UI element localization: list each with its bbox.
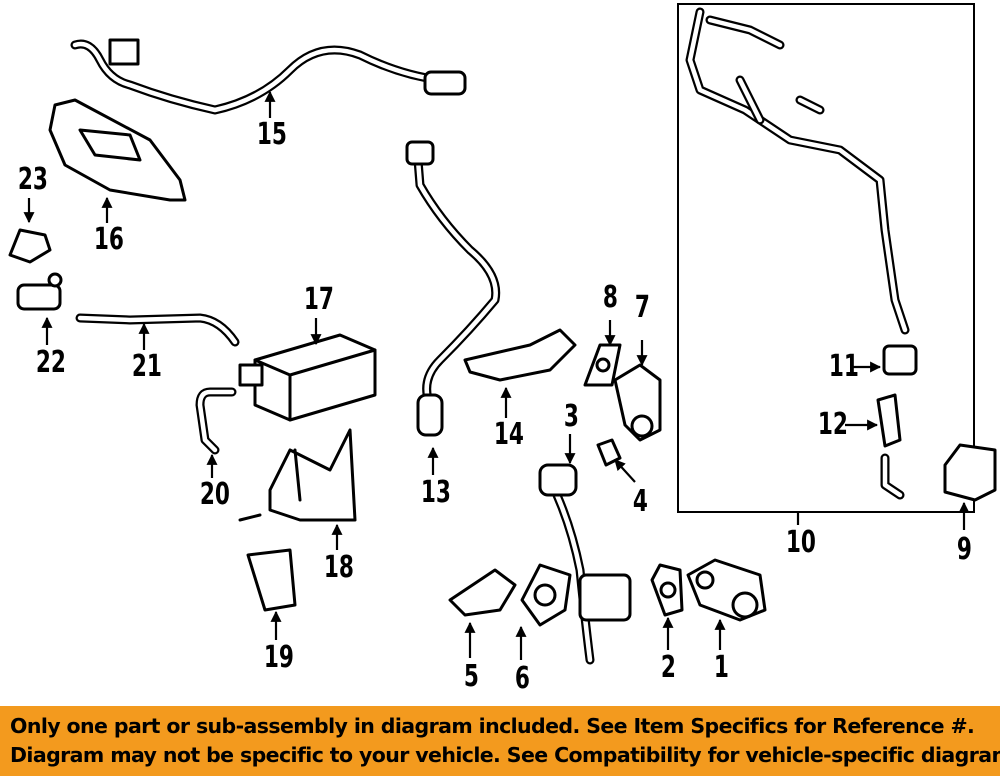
callout-12: 12 bbox=[817, 407, 848, 442]
part-11-cap bbox=[882, 344, 918, 376]
part-12-filter bbox=[876, 393, 905, 500]
callout-10: 10 bbox=[785, 525, 816, 560]
callout-14: 14 bbox=[493, 417, 524, 452]
part-7-elbow bbox=[613, 363, 662, 442]
part-8-gasket bbox=[583, 343, 622, 387]
part-5-pipe bbox=[448, 568, 517, 617]
part-18-bracket bbox=[238, 428, 357, 522]
part-22-solenoid bbox=[16, 272, 63, 311]
callout-11: 11 bbox=[828, 349, 859, 384]
callout-23: 23 bbox=[17, 162, 48, 197]
part-1-egr-valve bbox=[686, 558, 767, 622]
callout-7: 7 bbox=[634, 290, 650, 325]
callout-9: 9 bbox=[956, 532, 972, 567]
part-17-canister bbox=[238, 333, 377, 422]
part-21-hose bbox=[75, 313, 240, 347]
part-4-nut bbox=[596, 438, 622, 467]
part-14-bracket bbox=[463, 328, 577, 382]
part-13-sensor-wire bbox=[405, 140, 501, 437]
leader-lines bbox=[23, 90, 970, 660]
callout-3: 3 bbox=[563, 399, 579, 434]
part-16-bracket bbox=[48, 98, 187, 202]
callout-5: 5 bbox=[463, 659, 479, 694]
callout-1: 1 bbox=[713, 650, 729, 685]
item-10-group-box bbox=[677, 3, 975, 513]
callout-13: 13 bbox=[420, 475, 451, 510]
callout-22: 22 bbox=[35, 345, 66, 380]
parts-diagram bbox=[8, 3, 997, 665]
callout-4: 4 bbox=[632, 484, 648, 519]
part-2-gasket bbox=[650, 563, 684, 617]
part-23-clip bbox=[8, 228, 52, 264]
callout-20: 20 bbox=[199, 477, 230, 512]
callout-16: 16 bbox=[93, 222, 124, 257]
disclaimer-line-2: Diagram may not be specific to your vehi… bbox=[10, 743, 1000, 767]
callout-21: 21 bbox=[131, 349, 162, 384]
part-20-hose bbox=[195, 387, 237, 455]
callout-19: 19 bbox=[263, 640, 294, 675]
callout-15: 15 bbox=[256, 117, 287, 152]
callout-8: 8 bbox=[602, 280, 618, 315]
callout-18: 18 bbox=[323, 550, 354, 585]
disclaimer-banner: Only one part or sub-assembly in diagram… bbox=[0, 706, 1000, 776]
part-6-gasket bbox=[520, 563, 572, 627]
part-15-wire-harness bbox=[70, 38, 467, 115]
part-3-egr-pipe bbox=[538, 463, 632, 665]
part-19-shield bbox=[246, 548, 297, 612]
part-9-valve bbox=[943, 443, 997, 502]
callout-6: 6 bbox=[514, 661, 530, 696]
part-10-pipe-assembly bbox=[685, 7, 910, 335]
disclaimer-line-1: Only one part or sub-assembly in diagram… bbox=[10, 714, 975, 738]
callout-17: 17 bbox=[303, 282, 334, 317]
callout-2: 2 bbox=[660, 650, 676, 685]
